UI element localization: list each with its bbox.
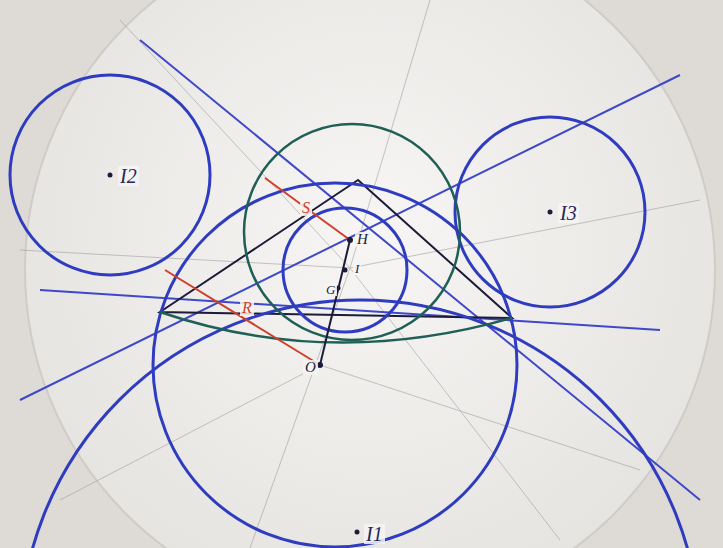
- circumcenter-label: O: [303, 360, 318, 375]
- radius-label: R: [240, 300, 254, 316]
- incenter-label: I: [353, 262, 361, 275]
- excenter-label: I1: [364, 524, 385, 544]
- excenter-label: I2: [118, 166, 139, 186]
- radius-label: S: [300, 200, 312, 216]
- orthocenter-label: H: [355, 232, 370, 247]
- centroid-label: G: [324, 283, 337, 296]
- excenter-label: I3: [558, 203, 579, 223]
